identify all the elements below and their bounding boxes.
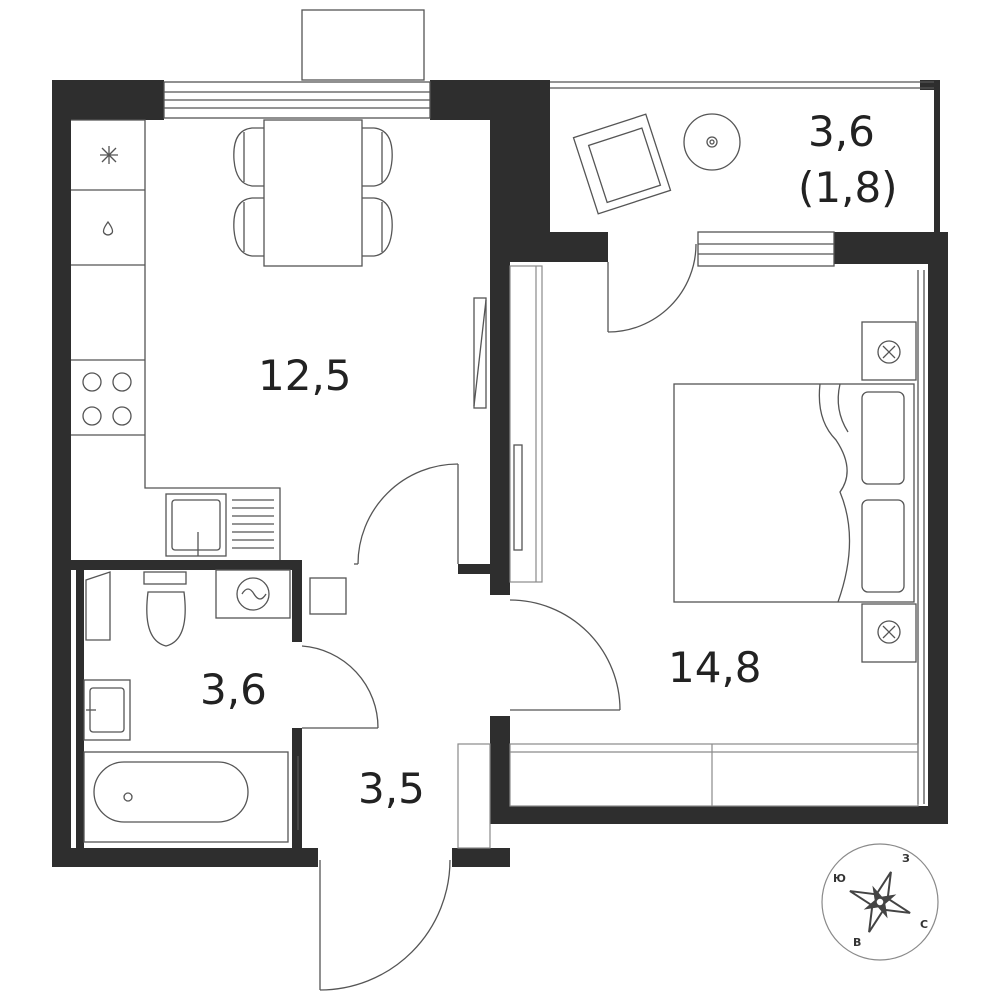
stove (82, 372, 132, 426)
water-drop-icon (102, 220, 114, 236)
kitchen-area-label: 12,5 (258, 351, 352, 400)
doors (301, 243, 697, 991)
bedroom-furniture (509, 265, 919, 807)
walls (52, 80, 948, 867)
hallway-area-label: 3,5 (358, 764, 425, 813)
kitchen-furniture (71, 119, 487, 560)
compass-west: З (902, 852, 910, 865)
balcony-furniture (572, 113, 741, 215)
kitchen-sink (165, 493, 274, 557)
area-labels: 12,5 14,8 3,6 3,5 3,6 (1,8) (200, 107, 898, 813)
compass-south: Ю (833, 872, 846, 885)
compass-east: В (853, 936, 861, 949)
balcony-reduced-area-label: (1,8) (798, 163, 898, 212)
snowflake-icon (100, 146, 118, 164)
windows (163, 9, 934, 804)
bathroom-area-label: 3,6 (200, 665, 267, 714)
compass-ring (821, 843, 939, 961)
compass-north: С (920, 918, 928, 931)
bedroom-area-label: 14,8 (668, 643, 762, 692)
compass: З Ю С В (821, 843, 939, 961)
balcony-area-label: 3,6 (808, 107, 875, 156)
bathroom-fixtures (83, 569, 491, 849)
